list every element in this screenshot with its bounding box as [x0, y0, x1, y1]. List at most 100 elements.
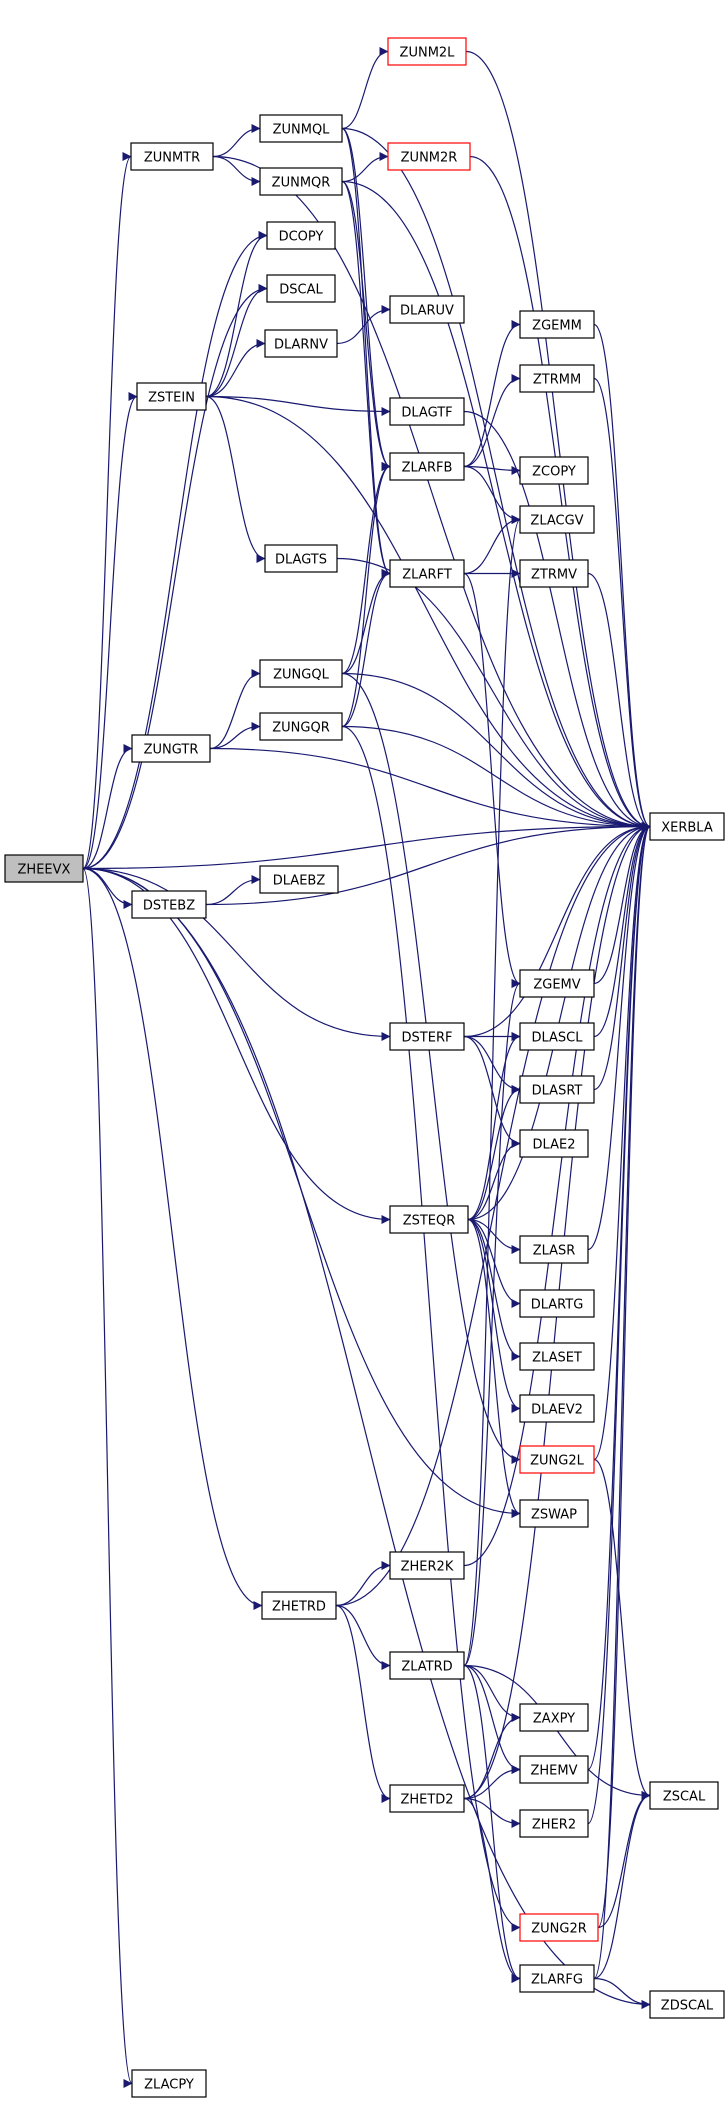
node-box — [387, 37, 467, 66]
node-zunmqr[interactable]: ZUNMQR — [259, 167, 343, 196]
node-zunmtr[interactable]: ZUNMTR — [130, 142, 214, 171]
node-zungtr[interactable]: ZUNGTR — [131, 734, 211, 763]
node-dlasrt[interactable]: DLASRT — [519, 1075, 595, 1104]
node-zungql[interactable]: ZUNGQL — [259, 659, 343, 688]
node-zher2k[interactable]: ZHER2K — [389, 1551, 465, 1580]
node-dcopy[interactable]: DCOPY — [266, 221, 336, 250]
node-zlacpy[interactable]: ZLACPY — [131, 2069, 207, 2098]
node-label: DLASRT — [532, 1084, 583, 1099]
node-dlarnv[interactable]: DLARNV — [264, 329, 338, 358]
node-label: ZDSCAL — [661, 1999, 714, 2014]
node-box — [136, 382, 207, 411]
edge-zung2r-to-xerbla — [597, 822, 651, 1929]
node-box — [389, 295, 465, 324]
node-zlaset[interactable]: ZLASET — [519, 1342, 595, 1371]
edge-zunmqr-to-xerbla — [341, 180, 651, 831]
node-box — [264, 329, 338, 358]
node-zdscal[interactable]: ZDSCAL — [649, 1990, 725, 2019]
node-box — [266, 221, 336, 250]
node-label: ZHETD2 — [400, 1793, 453, 1808]
node-zlacgv[interactable]: ZLACGV — [519, 505, 595, 534]
node-dlagtf[interactable]: DLAGTF — [389, 397, 465, 426]
node-label: ZHER2K — [401, 1560, 454, 1575]
node-zunm2l[interactable]: ZUNM2L — [387, 37, 467, 66]
node-zher2[interactable]: ZHER2 — [519, 1809, 589, 1838]
node-zswap[interactable]: ZSWAP — [519, 1499, 589, 1528]
node-zheevx[interactable]: ZHEEVX — [4, 854, 84, 883]
node-dsterf[interactable]: DSTERF — [389, 1022, 465, 1051]
node-zhetd2[interactable]: ZHETD2 — [389, 1784, 465, 1813]
edge-zheevx-to-zstein — [82, 392, 138, 870]
node-zung2l[interactable]: ZUNG2L — [519, 1445, 595, 1474]
node-zunmql[interactable]: ZUNMQL — [259, 114, 343, 143]
edge-dsterf-to-xerbla — [463, 822, 651, 1038]
node-label: ZLARFT — [402, 568, 452, 583]
node-zgemv[interactable]: ZGEMV — [519, 969, 595, 998]
node-zung2r[interactable]: ZUNG2R — [519, 1913, 599, 1942]
edge-zstein-to-dlagts — [205, 395, 266, 563]
node-zhemv[interactable]: ZHEMV — [519, 1755, 589, 1784]
edge-zunmtr-to-zunmql — [212, 124, 261, 158]
edge-dlagtf-to-xerbla — [463, 410, 651, 831]
edge-zher2k-to-xerbla — [463, 822, 651, 1567]
edge-zung2r-to-zscal — [597, 1791, 651, 1929]
edge-zungqr-to-zlarft — [341, 569, 391, 728]
edge-zungqr-to-zlarfb — [341, 462, 391, 728]
node-zscal[interactable]: ZSCAL — [649, 1781, 719, 1810]
node-label: ZUNGQR — [272, 721, 329, 736]
node-dlascl[interactable]: DLASCL — [519, 1022, 595, 1051]
node-dlagts[interactable]: DLAGTS — [264, 544, 338, 573]
node-box — [519, 559, 589, 588]
node-zaxpy[interactable]: ZAXPY — [519, 1703, 589, 1732]
node-label: DLAEBZ — [273, 874, 326, 889]
edge-zungql-to-zlarft — [341, 569, 391, 675]
node-ztrmv[interactable]: ZTRMV — [519, 559, 589, 588]
node-label: DSTEBZ — [143, 899, 195, 914]
node-box — [649, 1990, 725, 2019]
edge-zlarfb-to-zlacgv — [463, 465, 521, 524]
node-box — [389, 1205, 469, 1234]
node-zlarfb[interactable]: ZLARFB — [389, 452, 465, 481]
node-zcopy[interactable]: ZCOPY — [519, 456, 589, 485]
edge-zunmqr-to-zlarft — [341, 180, 391, 578]
edge-zunmqr-to-zunm2r — [341, 152, 389, 183]
node-dstebz[interactable]: DSTEBZ — [131, 890, 207, 919]
node-zlatrd[interactable]: ZLATRD — [389, 1651, 465, 1680]
node-dlaev2[interactable]: DLAEV2 — [519, 1394, 595, 1423]
node-zunm2r[interactable]: ZUNM2R — [387, 142, 471, 171]
node-box — [259, 712, 343, 741]
edge-zunmtr-to-zunmqr — [212, 155, 261, 186]
node-dlartg[interactable]: DLARTG — [519, 1289, 595, 1318]
node-box — [519, 1129, 589, 1158]
edge-zsteqr-to-zswap — [467, 1218, 521, 1518]
node-ztrmm[interactable]: ZTRMM — [519, 364, 595, 393]
node-label: ZTRMV — [531, 568, 577, 583]
node-dlaebz[interactable]: DLAEBZ — [259, 865, 339, 894]
node-dlaruv[interactable]: DLARUV — [389, 295, 465, 324]
edge-zstein-to-dcopy — [205, 231, 268, 398]
node-zstein[interactable]: ZSTEIN — [136, 382, 207, 411]
node-zsteqr[interactable]: ZSTEQR — [389, 1205, 469, 1234]
node-box — [131, 890, 207, 919]
edge-zlatrd-to-zlacgv — [463, 515, 521, 1667]
node-dscal[interactable]: DSCAL — [266, 274, 336, 303]
edge-zher2-to-xerbla — [587, 822, 651, 1825]
node-zlarfg[interactable]: ZLARFG — [519, 1964, 595, 1993]
edge-zlarfb-to-ztrmm — [463, 374, 521, 468]
edge-zhetd2-to-zaxpy — [463, 1713, 521, 1800]
edge-zsteqr-to-dlaev2 — [467, 1218, 521, 1413]
edge-zstein-to-dlagtf — [205, 395, 391, 416]
node-box — [519, 1394, 595, 1423]
node-zlarft[interactable]: ZLARFT — [389, 559, 465, 588]
node-zlasr[interactable]: ZLASR — [519, 1235, 589, 1264]
edge-zsteqr-to-dlasrt — [467, 1085, 521, 1221]
node-dlae2[interactable]: DLAE2 — [519, 1129, 589, 1158]
node-xerbla[interactable]: XERBLA — [649, 812, 725, 841]
edge-zhetrd-to-zher2k — [335, 1561, 391, 1607]
node-zhetrd[interactable]: ZHETRD — [261, 1591, 337, 1620]
edge-zlarft-to-zgemv — [463, 572, 521, 988]
node-label: DLAE2 — [533, 1138, 576, 1153]
node-box — [519, 1289, 595, 1318]
node-zungqr[interactable]: ZUNGQR — [259, 712, 343, 741]
node-zgemm[interactable]: ZGEMM — [519, 310, 595, 339]
